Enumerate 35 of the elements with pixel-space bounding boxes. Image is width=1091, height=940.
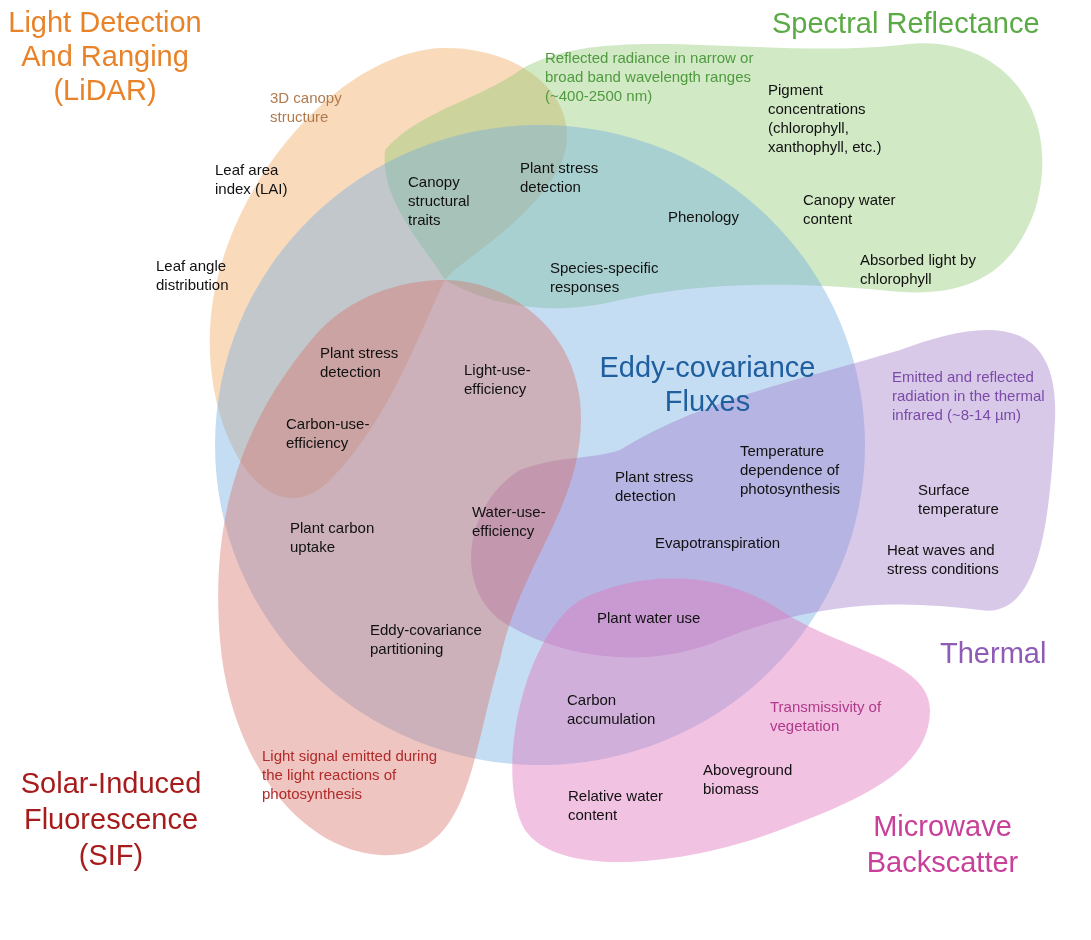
overlap-label: Pigment concentrations (chlorophyll, xanthophyll, etc.) <box>768 80 883 156</box>
set-description: Transmissivity of vegetation <box>770 697 883 735</box>
set-title: Eddy-covariance Fluxes <box>598 350 817 418</box>
overlap-label: Species-specific responses <box>550 258 660 296</box>
overlap-label: Evapotranspiration <box>655 533 782 552</box>
set-title: Thermal <box>940 636 1048 671</box>
overlap-label: Water-use-efficiency <box>472 502 547 540</box>
overlap-label: Temperature dependence of photosynthesis <box>740 441 842 498</box>
overlap-label: Absorbed light by chlorophyll <box>860 250 977 288</box>
overlap-label: Surface temperature <box>918 480 1000 518</box>
overlap-label: Plant stress detection <box>520 158 600 196</box>
overlap-label: Plant stress detection <box>320 343 400 381</box>
set-title: Solar-Induced Fluorescence (SIF) <box>19 766 203 873</box>
set-description: 3D canopy structure <box>270 88 343 126</box>
set-title: Spectral Reflectance <box>772 6 1041 41</box>
overlap-label: Carbon accumulation <box>567 690 657 728</box>
overlap-label: Plant carbon uptake <box>290 518 376 556</box>
overlap-label: Canopy water content <box>803 190 897 228</box>
overlap-label: Leaf angle distribution <box>156 256 230 294</box>
overlap-label: Plant water use <box>597 608 702 627</box>
overlap-label: Light-use-efficiency <box>464 360 532 398</box>
set-description: Light signal emitted during the light reactions of photosynthesis <box>262 746 439 803</box>
set-description: Reflected radiance in narrow or broad band wavelength ranges (~400-2500 nm) <box>545 48 755 105</box>
overlap-label: Aboveground biomass <box>703 760 794 798</box>
set-description: Emitted and reflected radiation in the thermal infrared (~8-14 µm) <box>892 367 1046 424</box>
overlap-label: Carbon-use-efficiency <box>286 414 371 452</box>
overlap-label: Heat waves and stress conditions <box>887 540 1000 578</box>
set-title: Microwave Backscatter <box>865 809 1020 880</box>
set-title: Light Detection And Ranging (LiDAR) <box>7 5 203 107</box>
overlap-label: Phenology <box>668 207 740 226</box>
overlap-label: Plant stress detection <box>615 467 695 505</box>
overlap-label: Eddy-covariance partitioning <box>370 620 483 658</box>
overlap-label: Relative water content <box>568 786 665 824</box>
overlap-label: Leaf area index (LAI) <box>215 160 289 198</box>
overlap-label: Canopy structural traits <box>408 172 471 229</box>
